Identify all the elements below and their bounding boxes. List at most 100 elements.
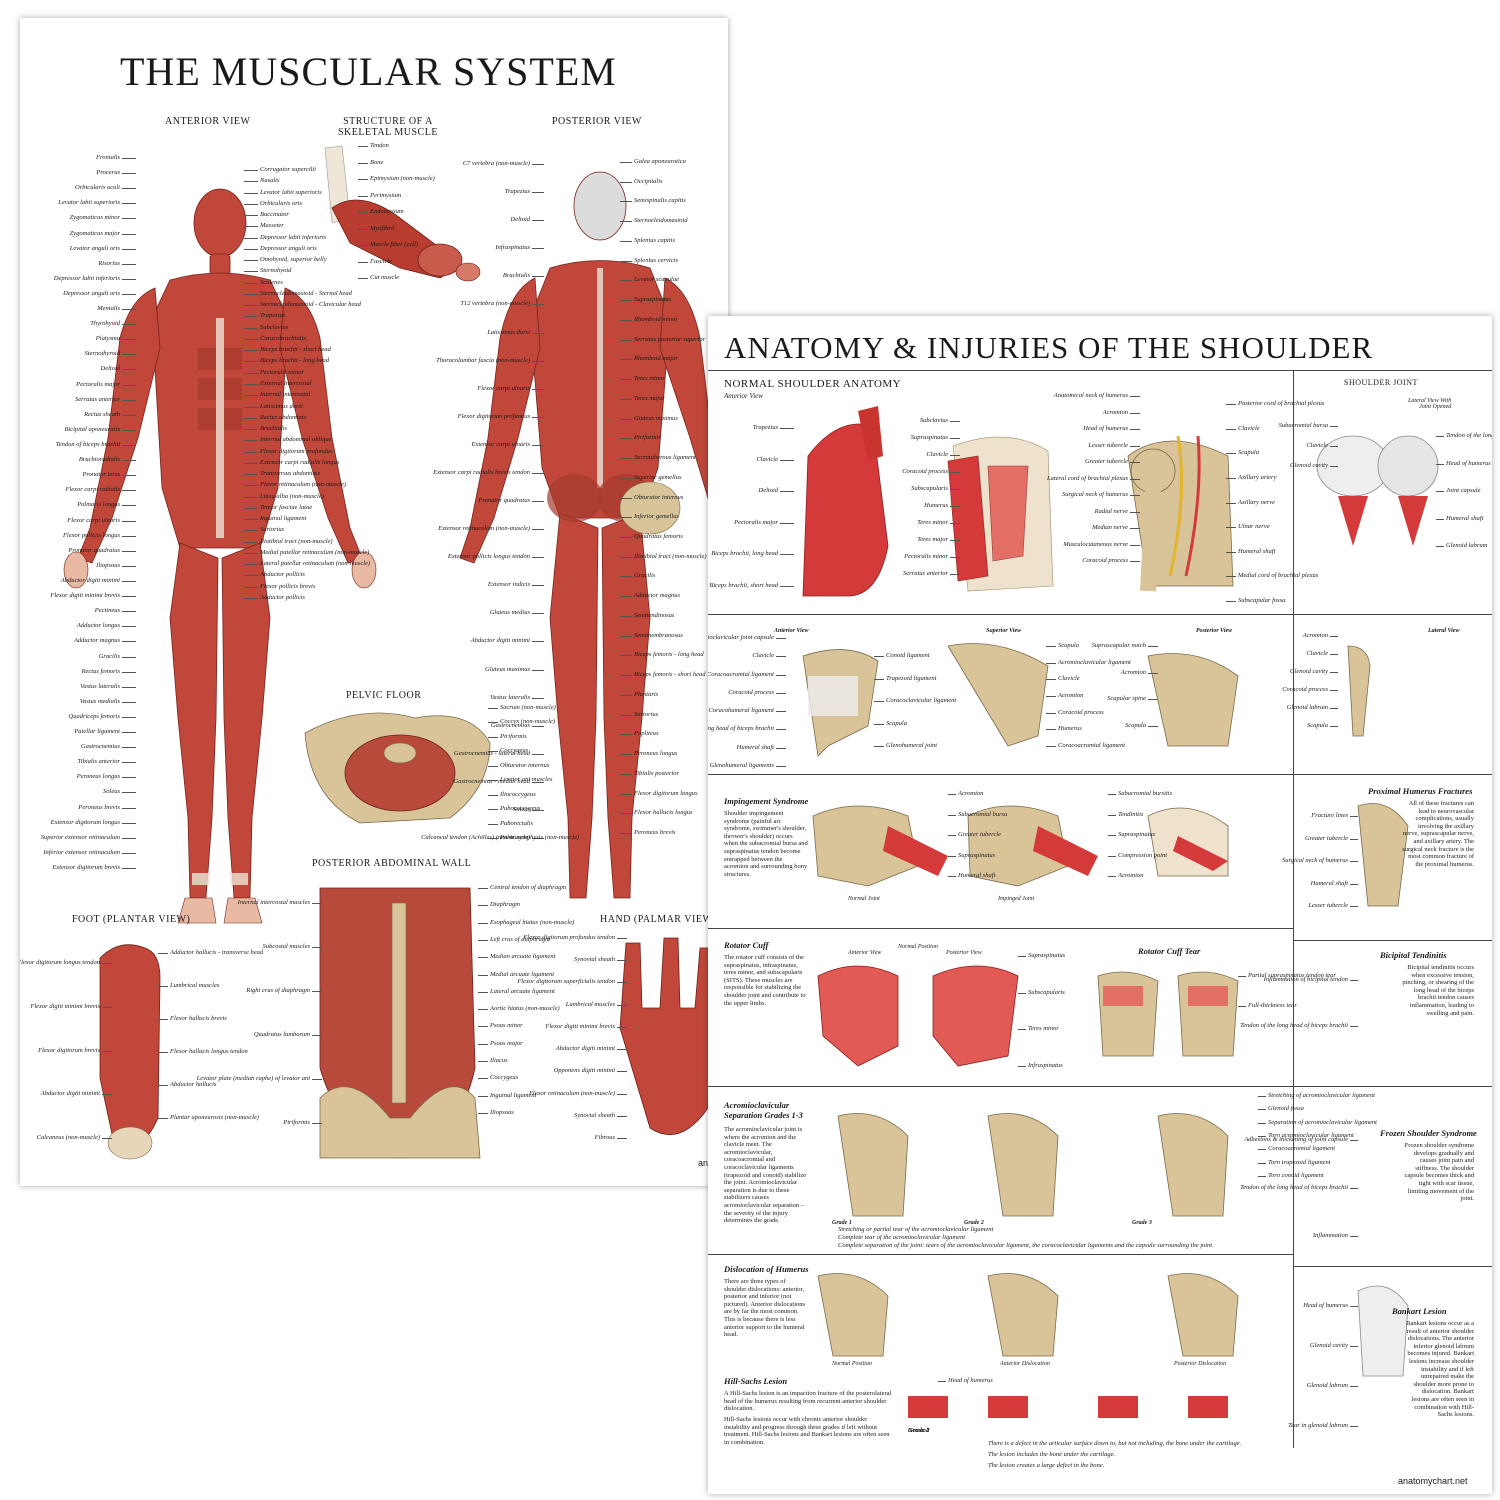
impingement-a-label: Subacromial bursa — [958, 810, 1008, 818]
abdominal-right-leader-line — [478, 888, 488, 889]
impingement-a-leader-line — [948, 876, 956, 877]
anterior-left-label: Abductor digiti minimi — [60, 576, 120, 584]
anterior-left-label: Pectoralis major — [76, 380, 120, 388]
proximal-body: All of these fractures can lead to neuro… — [1402, 800, 1474, 868]
posterior-right-leader-line — [620, 359, 632, 361]
posterior-view-heading: POSTERIOR VIEW — [552, 116, 642, 127]
impingement-body: Shoulder impingement syndrome (painful a… — [724, 810, 808, 878]
posterior-left-leader-line — [532, 585, 544, 587]
posterior-left-label: Infraspinatus — [495, 244, 530, 252]
proximal-label: Greater tubercle — [1304, 834, 1348, 842]
posterior-right-label: Teres major — [634, 394, 665, 402]
anterior-left-label: Gracilis — [98, 652, 120, 660]
posterior-right-label: Levator scapulae — [634, 276, 679, 284]
foot-right-label: Flexor hallucis longus tendon — [170, 1048, 248, 1055]
joint-right-label: Joint capsule — [1446, 487, 1481, 494]
structure-leader-line — [358, 245, 368, 246]
anterior-right-leader-line — [244, 372, 258, 374]
posterior-right-leader-line — [620, 596, 632, 598]
anterior-left-leader-line — [122, 399, 136, 401]
foot-left-leader-line — [102, 963, 112, 964]
posterior-left-leader-line — [532, 725, 544, 727]
proximal-label: Humeral shaft — [1310, 879, 1348, 887]
posterior-right-leader-line — [620, 240, 632, 242]
ac-sep-leader-line — [1258, 1109, 1266, 1111]
pelvic-label: Iliococcygeus — [500, 790, 536, 798]
rotator-view-normal: Normal Position — [898, 944, 938, 950]
row2-d-label: Glenoid labrum — [1286, 704, 1328, 711]
row2-c-label: Scapula — [1125, 722, 1146, 729]
anterior-left-label: Extensor digitorum longus — [50, 818, 120, 826]
anterior-right-label: Biceps brachii - long head — [260, 357, 329, 365]
structure-label: Bone — [370, 158, 384, 166]
ac-sep-label: Torn trapezoid ligament — [1268, 1158, 1331, 1166]
posterior-right-leader-line — [620, 339, 632, 341]
anterior-left-label: Iliopsoas — [96, 561, 120, 569]
posterior-right-leader-line — [620, 517, 632, 519]
row2-b-label: Clavicle — [1058, 675, 1080, 683]
row1-c-right-leader-line — [1226, 453, 1236, 455]
bankart-leader-line — [1350, 1426, 1358, 1427]
frozen-leader-line — [1350, 1236, 1358, 1237]
anterior-left-label: Peroneus brevis — [78, 803, 120, 811]
bankart-leader-line — [1350, 1306, 1358, 1307]
row2-d-label: Acromion — [1302, 632, 1328, 639]
anterior-right-leader-line — [244, 215, 258, 217]
ac-separation-illustrations — [837, 1113, 1229, 1217]
row2-b-label: Scapula — [1058, 642, 1079, 649]
ac-separation-body: The acromioclavicular joint is where the… — [724, 1126, 807, 1225]
posterior-right-label: Semitendinosus — [634, 611, 675, 619]
row1-c-right-label: Axillary nerve — [1238, 498, 1275, 506]
foot-left-label: Flexor digiti minimi brevis — [30, 1002, 100, 1010]
joint-right-leader-line — [1436, 436, 1444, 437]
anterior-left-leader-line — [122, 611, 136, 613]
impingement-b-leader-line — [1108, 835, 1116, 836]
posterior-left-leader-line — [532, 641, 544, 643]
abdominal-right-label: Coccygeus — [490, 1074, 519, 1082]
ac-sep-label: Stretching of acromioclavicular ligament — [1268, 1092, 1375, 1099]
anterior-left-label: Zygomaticus minor — [69, 214, 120, 222]
anterior-left-leader-line — [122, 868, 136, 869]
anterior-left-label: Patellar ligament — [74, 728, 120, 736]
anterior-right-label: Depressor labii inferioris — [260, 233, 327, 241]
row2-a-right-leader-line — [874, 678, 884, 680]
anterior-left-leader-line — [122, 626, 136, 628]
anterior-right-label: Levator labii superioris — [260, 188, 322, 196]
anterior-right-leader-line — [244, 586, 258, 588]
anterior-right-leader-line — [244, 271, 258, 273]
anterior-left-leader-line — [122, 354, 136, 356]
anterior-left-label: Adductor magnus — [73, 637, 120, 645]
posterior-left-leader-line — [532, 781, 544, 783]
frozen-label: Inflammation — [1312, 1232, 1348, 1239]
bankart-label: Tear in glenoid labrum — [1288, 1422, 1348, 1429]
rotator-tear-label: Full-thickness tear — [1248, 1002, 1297, 1009]
anterior-right-label: Abductor pollicis — [260, 571, 305, 579]
posterior-left-leader-line — [532, 192, 544, 194]
anterior-left-label: Vastus lateralis — [80, 682, 120, 690]
posterior-left-label: Calcaneal tendon (Achilles) (non-muscle) — [421, 834, 530, 841]
anterior-right-leader-line — [244, 575, 258, 577]
row2-a-left-leader-line — [776, 747, 786, 749]
skeletal-muscle-structure-illustration — [324, 145, 481, 282]
row2-lateral-view: Lateral View — [1428, 628, 1460, 634]
anterior-right-label: Sternohyoid — [260, 267, 292, 275]
structure-label: Muscle fiber (cell) — [370, 241, 419, 248]
foot-right-label: Abductor hallucis — [170, 1081, 217, 1088]
rotator-tear-leader-line — [1238, 976, 1246, 977]
anterior-left-leader-line — [122, 309, 136, 311]
frozen-leader-line — [1350, 1140, 1358, 1141]
rotator-leader-line — [1018, 1029, 1026, 1031]
posterior-left-leader-line — [532, 472, 544, 474]
posterior-right-label: Inferior gemellus — [634, 513, 679, 521]
abdominal-right-label: Psoas minor — [490, 1022, 523, 1030]
divider-row2 — [708, 614, 1492, 615]
posterior-left-label: Trapezius — [504, 188, 530, 196]
anterior-left-label: Pronator quadratus — [68, 546, 120, 554]
posterior-left-leader-line — [532, 557, 544, 559]
abdominal-right-label: Iliacus — [490, 1057, 508, 1065]
abdominal-left-label: Levator plate (median raphe) of levator … — [196, 1075, 310, 1082]
row2-c-label: Suprascapular notch — [1091, 642, 1146, 649]
structure-heading: STRUCTURE OF A SKELETAL MUSCLE — [338, 116, 438, 138]
posterior-right-leader-line — [620, 734, 632, 736]
impingement-b-leader-line — [1108, 794, 1116, 795]
